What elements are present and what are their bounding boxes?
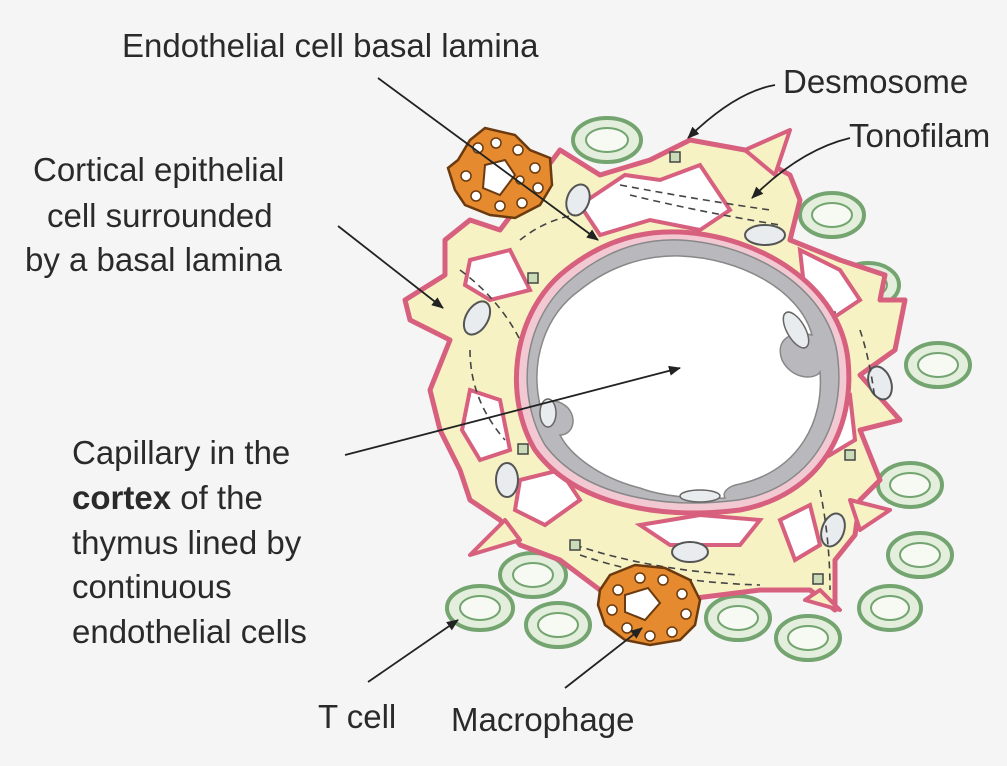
t-cell [904,341,972,389]
arrow-capillary [344,365,681,456]
label-tonofilament: Tonofilam [849,117,991,154]
arrow-t-cell [367,619,459,683]
label-capillary-rest: of the [171,479,263,516]
label-macrophage: Macrophage [451,701,635,738]
macrophage-bottom [596,563,702,647]
arrow-endothelial-basal-lamina [377,77,599,241]
t-cell [798,191,866,239]
label-cortical-line-1: Cortical epithelial [33,151,285,188]
arrow-tonofilament [751,137,851,199]
label-capillary-line-3: thymus lined by [72,524,302,561]
t-cell [524,601,592,649]
leader-arrows [337,77,851,689]
label-cortical-line-2: cell surrounded [47,197,273,234]
t-cell [704,594,772,642]
arrow-cortical-cell [337,225,444,309]
label-desmosome: Desmosome [783,63,969,100]
macrophage-top [446,126,554,220]
label-capillary-line-4: continuous [72,568,232,605]
t-cell [498,551,568,599]
label-capillary-bold: cortex [72,479,172,516]
arrow-desmosome [687,84,776,139]
label-t-cell: T cell [318,698,397,735]
t-cell [445,584,515,632]
capillary [513,229,852,516]
label-capillary-line-5: endothelial cells [72,613,307,650]
t-cell [571,116,643,164]
t-cell [886,531,954,579]
arrow-macrophage [564,627,643,689]
t-cell [876,461,944,509]
t-cell [857,584,923,632]
label-cortical-line-3: by a basal lamina [25,241,282,278]
t-cell [774,614,842,662]
label-endothelial-basal-lamina: Endothelial cell basal lamina [122,27,539,64]
label-capillary-line-1: Capillary in the [72,434,291,471]
label-capillary-line-2: cortex of the [72,478,263,518]
